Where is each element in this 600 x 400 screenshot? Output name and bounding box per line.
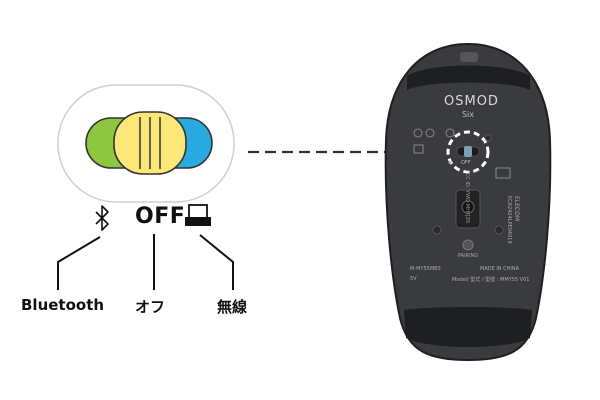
label-bluetooth: Bluetooth (21, 296, 105, 314)
regulatory-mark (413, 128, 423, 138)
regulatory-mark (425, 128, 435, 138)
label-off-katakana: オフ (135, 298, 166, 316)
made-in-text: MADE IN CHINA (480, 266, 520, 272)
leader-line-bluetooth (57, 236, 101, 290)
maker-text: ELECOM (513, 196, 520, 222)
pairing-button (462, 239, 474, 251)
regulatory-mark (413, 144, 424, 154)
leader-line-wireless (199, 234, 234, 290)
mouse-model-name: Six (461, 110, 475, 119)
maker-line-text: ECA2424LPE04019 (506, 196, 512, 244)
power-text: 5V (410, 276, 417, 282)
screw-hole (432, 225, 442, 235)
mouse-top-skate (407, 65, 530, 90)
mouse-nub (460, 52, 478, 62)
part-number-text: M-MY55MBS (410, 266, 441, 272)
mouse-bottom-skate (404, 307, 532, 347)
optical-sensor (461, 200, 475, 214)
regulatory-mark (495, 167, 511, 179)
mouse-brand: OSMOD (444, 94, 499, 109)
pairing-text: PAIRING (457, 253, 479, 259)
screw-hole (484, 134, 492, 142)
slide-switch-illustration (85, 111, 213, 175)
mouse-switch-off-text: OFF (461, 160, 471, 166)
switch-highlight-circle (446, 130, 490, 174)
mouse-switch-knob (464, 146, 472, 157)
usb-receiver-icon (185, 204, 211, 226)
model-text: Model/ 型式 / 型號 : MMY55 V01 (452, 277, 530, 283)
label-wireless: 無線 (217, 298, 248, 316)
regulatory-mark (445, 128, 455, 138)
mouse-underside (384, 42, 552, 362)
bluetooth-icon (95, 205, 109, 231)
mouse-switch-bt-glyph: ✱ (448, 160, 453, 166)
switch-off-label: OFF (135, 204, 186, 229)
screw-hole (494, 225, 504, 235)
